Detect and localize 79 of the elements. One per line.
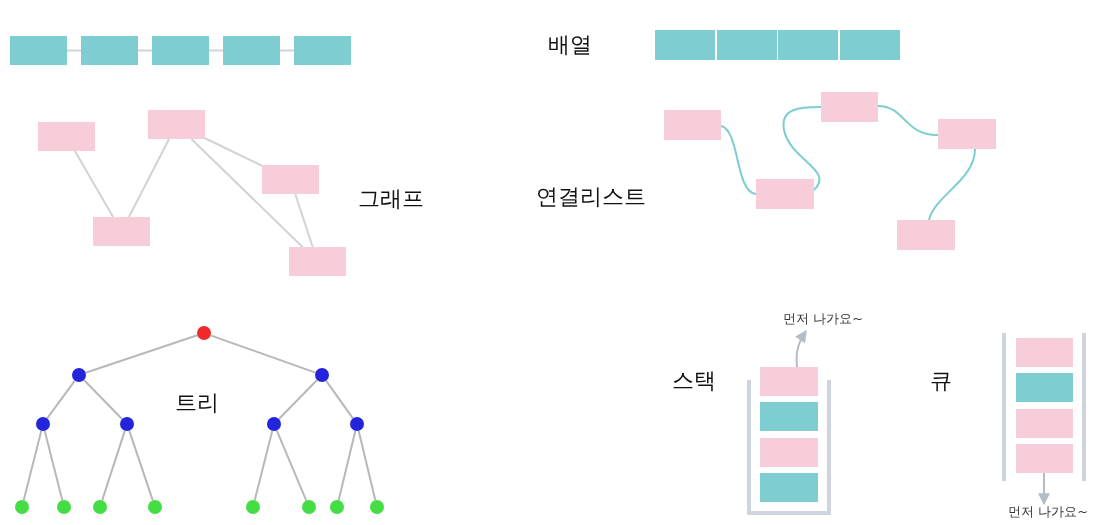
tree-node-circle <box>315 368 329 382</box>
tree-node-circle <box>120 417 134 431</box>
array-cell <box>716 30 777 60</box>
section-title: 연결리스트 <box>536 186 646 208</box>
connector-line <box>190 138 304 248</box>
tree-node-circle <box>246 500 260 514</box>
array-cell <box>655 30 715 60</box>
tree-node-circle <box>370 500 384 514</box>
list-node-box <box>756 179 814 209</box>
array-cell <box>152 36 209 65</box>
connector-line <box>279 49 295 52</box>
list-node-box <box>938 119 996 149</box>
connector-line <box>253 429 274 502</box>
connector-line <box>209 334 317 374</box>
connector-line <box>782 106 822 191</box>
section-title: 스택 <box>672 370 716 392</box>
graph-node-box <box>93 217 150 246</box>
tree-node-circle <box>15 500 29 514</box>
caption: 먼저 나가요~ <box>1008 505 1089 518</box>
connector-line <box>337 429 357 502</box>
connector-line <box>82 379 124 420</box>
tree-node-circle <box>197 326 211 340</box>
connector-line <box>66 49 82 52</box>
connector-line <box>877 105 939 136</box>
queue-item <box>1016 444 1073 473</box>
connector-line <box>46 379 76 420</box>
stack-item <box>760 438 818 467</box>
graph-node-box <box>148 110 205 139</box>
tree-node-circle <box>93 500 107 514</box>
connector-line <box>22 429 43 502</box>
tree-node-circle <box>148 500 162 514</box>
arrow <box>795 330 807 368</box>
connector-line <box>275 429 308 502</box>
tree-node-circle <box>330 500 344 514</box>
connector-line <box>208 49 224 52</box>
connector-line <box>84 334 199 374</box>
tree-node-circle <box>302 500 316 514</box>
connector-line <box>204 137 263 167</box>
stack-item <box>760 402 818 431</box>
queue-item <box>1016 373 1073 402</box>
tree-node-circle <box>72 368 86 382</box>
connector-line <box>43 429 64 502</box>
tree-node-circle <box>267 417 281 431</box>
connector-line <box>357 429 377 502</box>
list-node-box <box>897 220 955 250</box>
list-node-box <box>821 92 878 122</box>
connector-line <box>294 193 314 248</box>
array-cell <box>839 30 900 60</box>
connector-line <box>325 379 354 420</box>
tree-node-circle <box>57 500 71 514</box>
connector-line <box>128 429 154 502</box>
array-cell <box>294 36 351 65</box>
array-cell <box>81 36 138 65</box>
connector-line <box>101 429 126 502</box>
connector-line <box>73 150 115 218</box>
connector-line <box>928 148 976 221</box>
section-title: 배열 <box>548 34 592 56</box>
queue-item <box>1016 338 1073 367</box>
connector-line <box>720 125 757 195</box>
array-cell <box>10 36 67 65</box>
caption: 먼저 나가요~ <box>783 312 864 325</box>
queue-item <box>1016 409 1073 438</box>
graph-node-box <box>38 122 95 151</box>
section-title: 큐 <box>930 370 952 392</box>
array-cell <box>778 30 838 60</box>
connector-line <box>127 138 171 218</box>
arrow <box>1038 472 1050 506</box>
connector-line <box>277 379 319 420</box>
graph-node-box <box>262 165 319 194</box>
stack-item <box>760 473 818 502</box>
section-title: 그래프 <box>358 188 424 210</box>
stack-item <box>760 367 818 396</box>
tree-node-circle <box>350 417 364 431</box>
connector-line <box>137 49 153 52</box>
array-cell <box>223 36 280 65</box>
list-node-box <box>664 110 721 140</box>
section-title: 트리 <box>175 392 219 414</box>
tree-node-circle <box>36 417 50 431</box>
graph-node-box <box>289 247 346 276</box>
